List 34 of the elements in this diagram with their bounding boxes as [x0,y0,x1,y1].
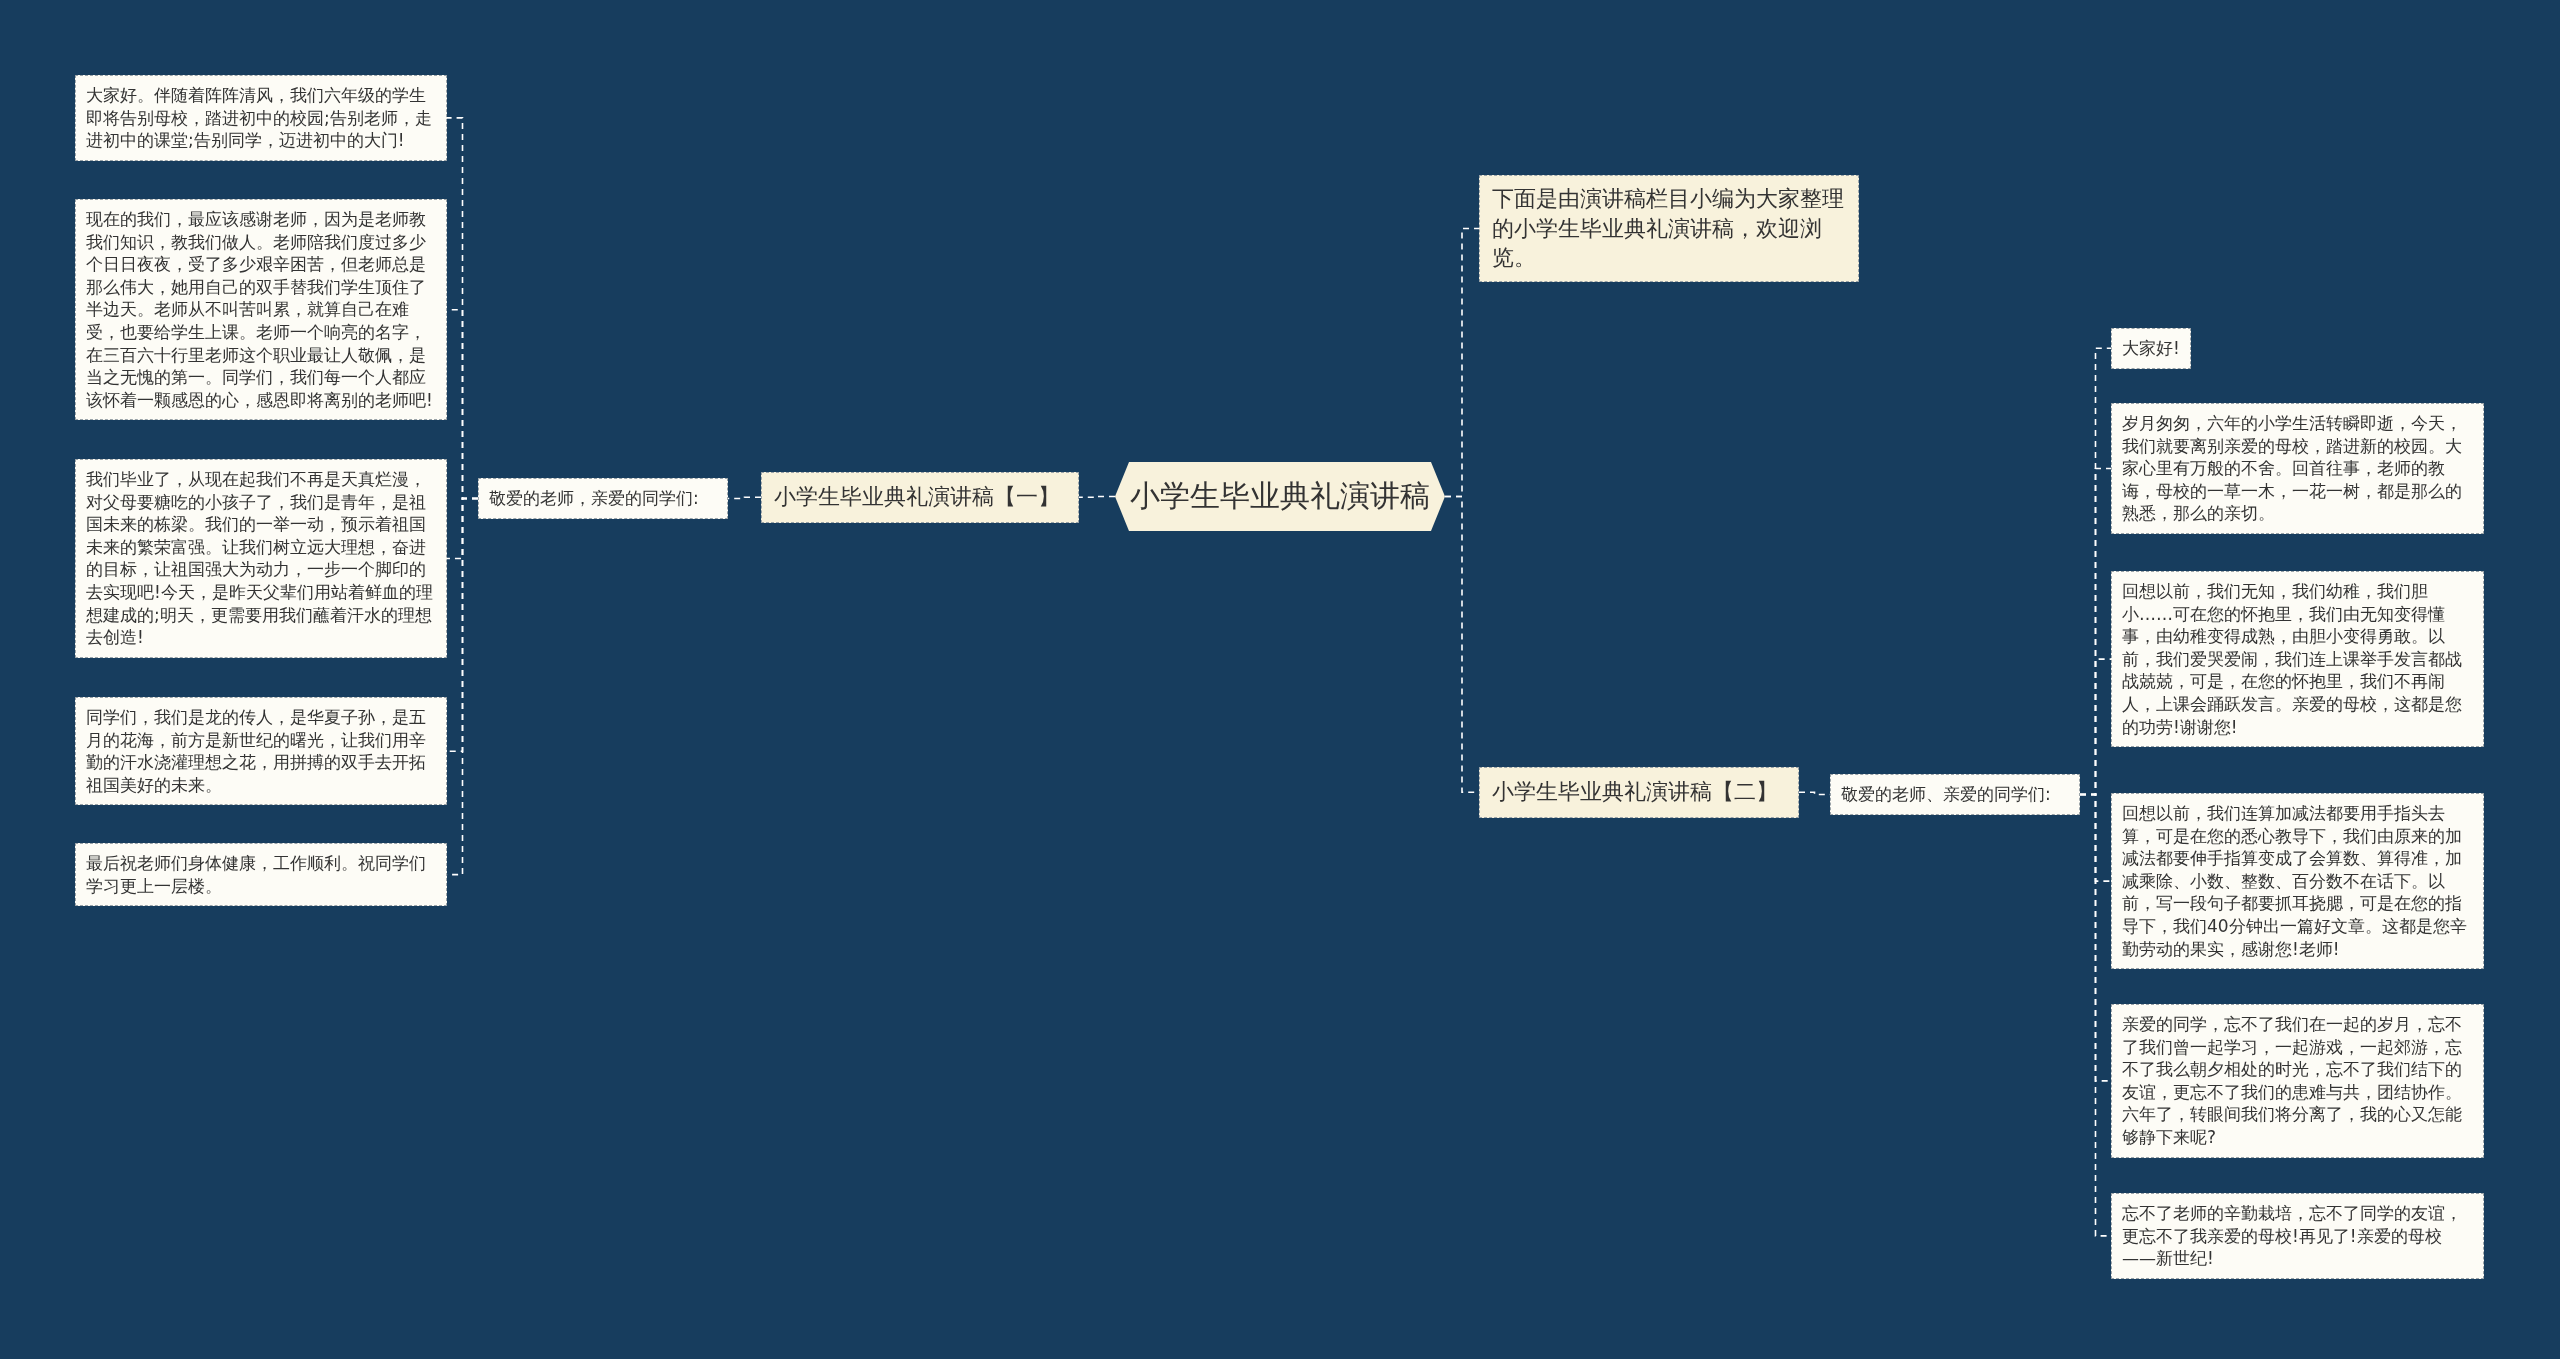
branch-box [761,472,1079,523]
text-card [75,697,447,806]
paragraph: 回想以前，我们连算加减法都要用手指头去算，可是在您的悉心教导下，我们由原来的加减法都要伸手指算变成了会算数、算得准，加减乘除、小数、整数、百分数不在话下。以前，写一段句子都要抓耳挠腮，可是在您的指导下，我们40分钟出一篇好文章。这都是您辛勤劳动的果实，感谢您!老师! [2122,802,2468,961]
paragraph: 现在的我们，最应该感谢老师，因为是老师教我们知识，教我们做人。老师陪我们度过多少个日日夜夜，受了多少艰辛困苦，但老师总是那么伟大，她用自己的双手替我们学生顶住了半边天。老师从不叫苦叫累，就算自己在难受，也要给学生上课。老师一个响亮的名字，在三百六十行里老师这个职业最让人敬佩，是当之无愧的第一。同学们，我们每一个人都应该怀着一颗感恩的心，感恩即将离别的老师吧! [86,208,434,412]
branch-title: 小学生毕业典礼演讲稿【一】 [774,483,1061,511]
text-card [75,843,447,907]
topic-hexagon [1115,462,1445,531]
paragraph: 忘不了老师的辛勤栽培，忘不了同学的友谊，更忘不了我亲爱的母校!再见了!亲爱的母校——新世纪! [2122,1202,2463,1270]
text-card [75,75,447,161]
paragraph: 最后祝老师们身体健康，工作顺利。祝同学们学习更上一层楼。 [86,852,427,898]
text-card [2111,1004,2484,1158]
subtopic-text: 敬爱的老师、亲爱的同学们: [1841,783,2052,806]
paragraph: 回想以前，我们无知，我们幼稚，我们胆小……可在您的怀抱里，我们由无知变得懂事，由幼稚变得成熟，由胆小变得勇敢。以前，我们爱哭爱闹，我们连上课举手发言都战战兢兢，可是，在您的怀抱里，我们不再闹人，上课会踊跃发言。亲爱的母校，这都是您的功劳!谢谢您! [2122,580,2463,739]
intro-box [1479,175,1859,283]
paragraph: 亲爱的同学，忘不了我们在一起的岁月，忘不了我们曾一起学习，一起游戏，一起郊游，忘不了我么朝夕相处的时光，忘不了我们结下的友谊，更忘不了我们的患难与共，团结协作。六年了，转眼间我们将分离了，我的心又怎能够静下来呢? [2122,1013,2463,1149]
connector-line [1078,495,1116,499]
text-card [2111,1193,2484,1279]
branch-box [1479,767,1799,818]
paragraph: 大家好。伴随着阵阵清风，我们六年级的学生即将告别母校，踏进初中的校园;告别老师，走进初中的课堂;告别同学，迈进初中的大门! [86,84,433,152]
text-card [2111,793,2484,970]
text-card [2111,571,2484,748]
text-card [2111,403,2484,535]
subtopic-box [478,478,728,519]
branch-title: 小学生毕业典礼演讲稿【二】 [1492,778,1779,806]
topic-title: 小学生毕业典礼演讲稿 [1130,477,1430,515]
connector-line [727,496,762,500]
paragraph: 岁月匆匆，六年的小学生活转瞬即逝，今天，我们就要离别亲爱的母校，踏进新的校园。大家心里有万般的不舍。回首往事，老师的教诲，母校的一草一木，一花一树，都是那么的熟悉，那么的亲切。 [2122,412,2463,526]
subtopic-text: 敬爱的老师，亲爱的同学们: [489,487,700,510]
text-card [2111,328,2191,369]
paragraph: 同学们，我们是龙的传人，是华夏子孙，是五月的花海，前方是新世纪的曙光，让我们用辛勤的汗水浇灌理想之花，用拼搏的双手去开拓祖国美好的未来。 [86,706,427,797]
paragraph: 下面是由演讲稿栏目小编为大家整理的小学生毕业典礼演讲稿，欢迎浏览。 [1492,185,1845,273]
paragraph: 我们毕业了，从现在起我们不再是天真烂漫，对父母要糖吃的小孩子了，我们是青年，是祖国未来的栋梁。我们的一举一动，预示着祖国未来的繁荣富强。让我们树立远大理想，奋进的目标，让祖国强大为动力，一步一个脚印的去实现吧!今天，是昨天父辈们用站着鲜血的理想建成的;明天，更需要用我们蘸着汗水的理想去创造! [86,468,434,649]
subtopic-box [1830,774,2080,815]
paragraph: 大家好! [2122,337,2180,360]
